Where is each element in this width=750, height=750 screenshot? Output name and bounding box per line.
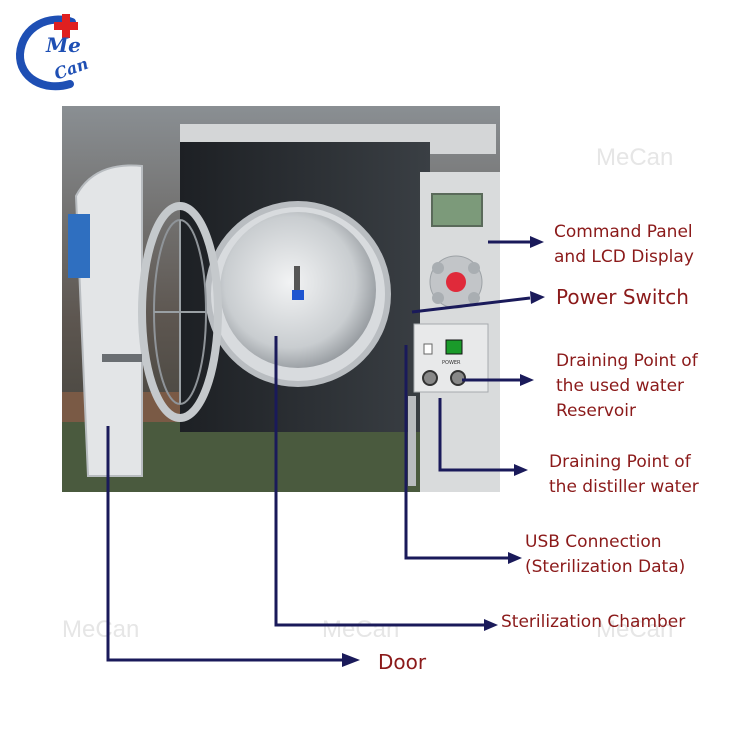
- autoclave-photo: POWER: [62, 106, 500, 492]
- callout-line: Sterilization Chamber: [501, 612, 686, 632]
- callout-line: Door: [378, 650, 427, 674]
- callout-line: (Sterilization Data): [525, 557, 686, 577]
- callout-line: Power Switch: [556, 285, 689, 309]
- watermark: MeCan: [322, 616, 400, 643]
- callout-power-switch: Power Switch: [556, 285, 689, 310]
- watermark: MeCan: [62, 616, 140, 643]
- callout-line: the distiller water: [549, 477, 699, 497]
- callout-line: Draining Point of: [556, 351, 698, 371]
- callout-usb: USB Connection (Sterilization Data): [525, 530, 685, 580]
- callout-door: Door: [378, 650, 426, 675]
- callout-command-panel: Command Panel and LCD Display: [554, 220, 694, 270]
- watermark: MeCan: [596, 616, 674, 643]
- callout-draining-used: Draining Point of the used water Reservo…: [556, 349, 698, 424]
- callout-line: Command Panel: [554, 222, 693, 242]
- mecan-logo: Me Can: [16, 14, 91, 91]
- power-label: POWER: [442, 360, 461, 366]
- callout-line: and LCD Display: [554, 247, 694, 267]
- callout-line: Reservoir: [556, 401, 636, 421]
- callout-line: USB Connection: [525, 532, 662, 552]
- callout-line: the used water: [556, 376, 685, 396]
- callout-chamber: Sterilization Chamber: [501, 610, 685, 635]
- callout-draining-distiller: Draining Point of the distiller water: [549, 450, 699, 500]
- watermark: MeCan: [596, 144, 674, 171]
- logo-text-top: Me: [45, 33, 81, 57]
- callout-line: Draining Point of: [549, 452, 691, 472]
